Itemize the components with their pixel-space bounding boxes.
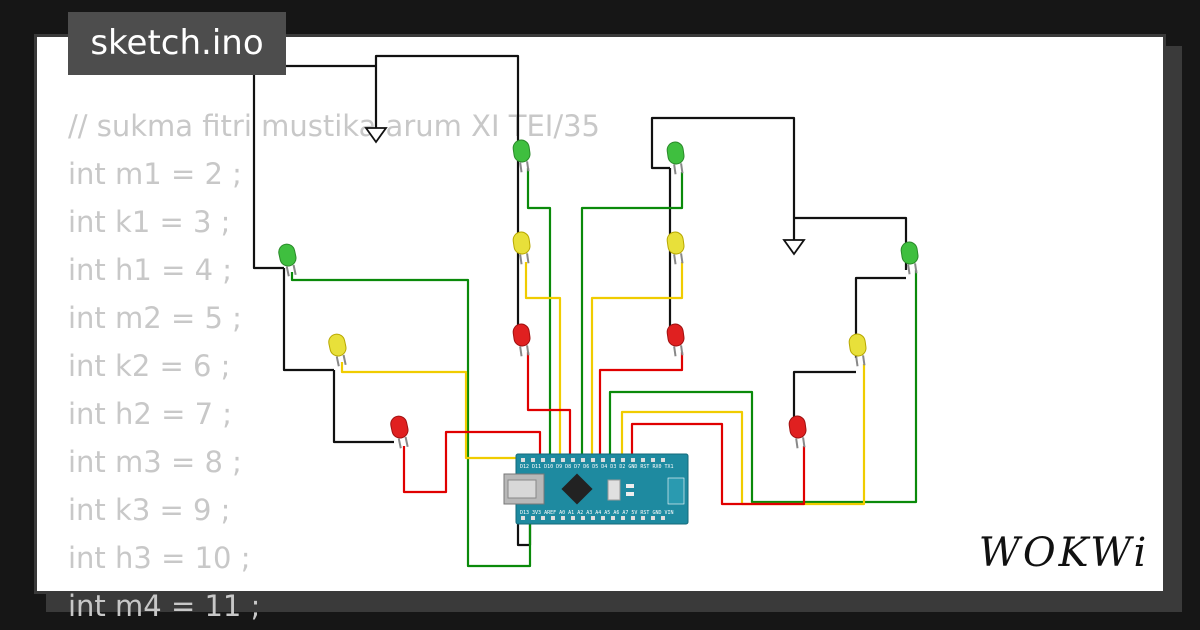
red-wire: [402, 430, 542, 494]
yellow-wire: [524, 262, 562, 456]
led-yellow[interactable]: [327, 333, 349, 368]
ground-wire: [374, 54, 520, 330]
ground-wire: [282, 268, 334, 372]
code-line: // sukma fitri mustika arum XI TEI/35: [68, 109, 600, 143]
top-pin-labels: D12 D11 D10 D9 D8 D7 D6 D5 D4 D3 D2 GND …: [520, 464, 674, 470]
wokwi-logo: WOKWi: [978, 530, 1150, 576]
ground-wire: [332, 370, 394, 444]
code-line: int m1 = 2 ;: [68, 157, 242, 191]
led-red[interactable]: [512, 323, 532, 357]
code-line: int h2 = 7 ;: [68, 397, 233, 431]
code-line: int h1 = 4 ;: [68, 253, 233, 287]
yellow-wire: [620, 364, 866, 506]
green-wire: [580, 172, 684, 456]
red-wire: [526, 352, 572, 456]
green-wire: [290, 272, 532, 568]
ground-wire: [252, 64, 376, 270]
red-wire: [630, 422, 806, 506]
led-yellow[interactable]: [512, 231, 532, 265]
led-green[interactable]: [900, 241, 920, 275]
red-wire: [598, 352, 684, 456]
yellow-wire: [590, 262, 684, 456]
ground-wire: [794, 216, 908, 270]
code-line: int k2 = 6 ;: [68, 349, 231, 383]
code-line: int h3 = 10 ;: [68, 541, 251, 575]
file-tab[interactable]: sketch.ino: [68, 12, 286, 75]
code-preview: // sukma fitri mustika arum XI TEI/35 in…: [68, 102, 688, 623]
led-green[interactable]: [277, 243, 299, 278]
code-line: int k1 = 3 ;: [68, 205, 231, 239]
ground-wire: [854, 276, 906, 358]
led-green[interactable]: [666, 141, 686, 175]
code-line: int m2 = 5 ;: [68, 301, 242, 335]
code-line: int m3 = 8 ;: [68, 445, 242, 479]
ground-symbol: [364, 127, 388, 144]
led-yellow[interactable]: [848, 333, 868, 367]
ground-wire: [650, 116, 796, 240]
green-wire: [526, 168, 552, 456]
led-yellow[interactable]: [666, 231, 686, 265]
code-line: int m4 = 11 ;: [68, 589, 261, 623]
green-wire: [608, 270, 918, 504]
led-red[interactable]: [389, 415, 411, 450]
ground-wire: [792, 370, 856, 428]
chip: [561, 473, 593, 505]
bottom-pin-labels: D13 3V3 AREF A0 A1 A2 A3 A4 A5 A6 A7 5V …: [520, 510, 674, 516]
ground-symbol: [782, 239, 806, 256]
led-green[interactable]: [512, 139, 532, 173]
code-line: int k3 = 9 ;: [68, 493, 231, 527]
led-red[interactable]: [666, 323, 686, 357]
yellow-wire: [340, 362, 524, 460]
arduino-nano-board[interactable]: D12 D11 D10 D9 D8 D7 D6 D5 D4 D3 D2 GND …: [503, 453, 689, 525]
led-red[interactable]: [788, 415, 808, 449]
